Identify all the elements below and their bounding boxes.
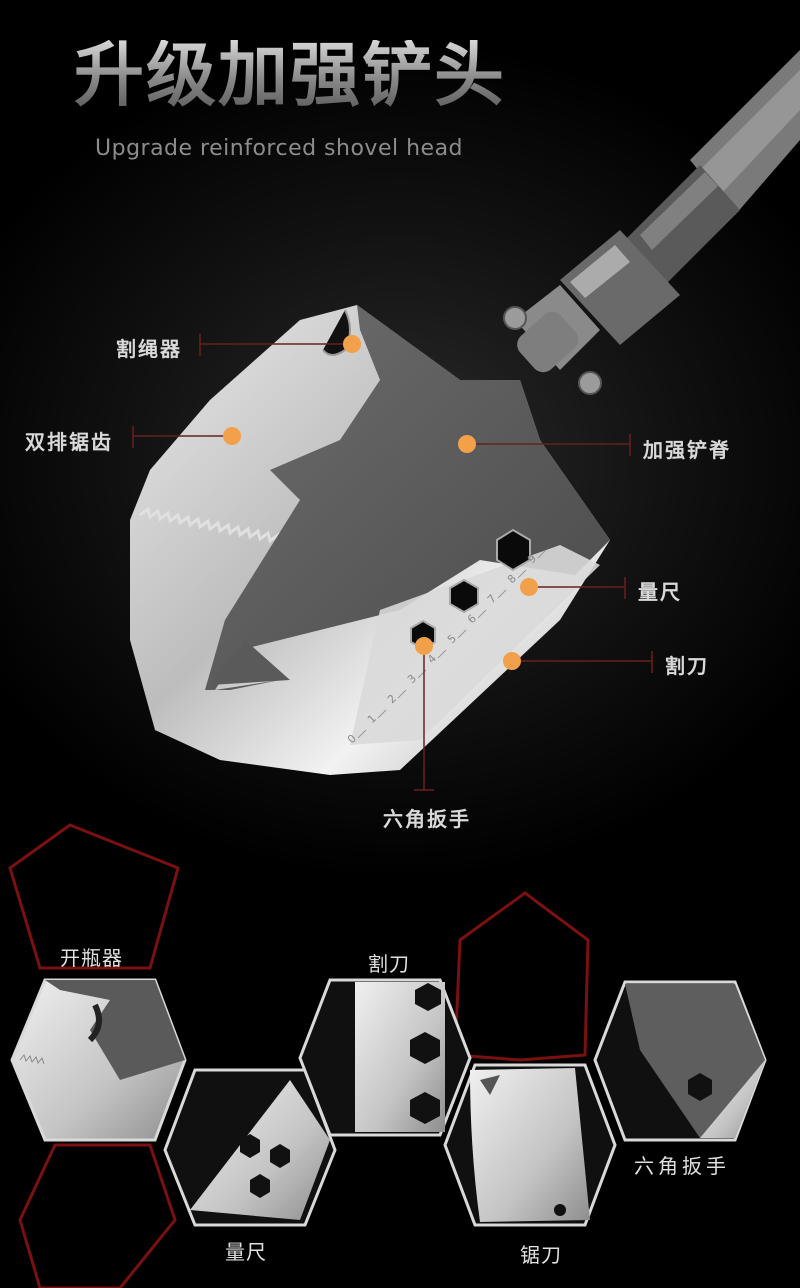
hex-tile-bottle-opener	[10, 978, 187, 1142]
accent-dots	[223, 335, 538, 670]
leader-lines	[132, 334, 653, 791]
hex-frame-red-1	[8, 823, 180, 970]
feature-label-cutting-blade: 割刀	[368, 952, 410, 976]
hex-hole-large	[496, 528, 531, 572]
feature-label-ruler: 量尺	[225, 1240, 267, 1264]
reinforced-spine-shape	[205, 305, 610, 690]
ruler-area	[350, 545, 600, 745]
page-subtitle: Upgrade reinforced shovel head	[95, 136, 464, 161]
callout-hex-wrench: 六角扳手	[383, 807, 471, 831]
callout-ruler: 量尺	[638, 580, 682, 604]
hex-tile-ruler	[163, 1068, 337, 1227]
callout-cutting-blade: 割刀	[665, 654, 709, 678]
callout-reinforced-spine: 加强铲脊	[643, 438, 731, 462]
ruler-ticks	[357, 549, 547, 739]
hex-hole-medium	[449, 578, 479, 614]
page-title: 升级加强铲头	[74, 34, 506, 116]
feature-label-bottle-opener: 开瓶器	[60, 946, 123, 970]
hex-frame-red-3	[18, 1143, 177, 1288]
callout-double-saw: 双排锯齿	[25, 430, 113, 454]
feature-label-hex-wrench: 六角扳手	[634, 1154, 730, 1178]
hex-tile-hex-wrench	[593, 980, 767, 1142]
feature-label-saw-blade: 锯刀	[520, 1243, 562, 1267]
shovel-handle	[503, 50, 800, 395]
hex-frame-red-2	[453, 891, 590, 1062]
hex-tile-saw-blade	[443, 1063, 617, 1227]
saw-teeth	[139, 506, 302, 548]
callout-rope-cutter: 割绳器	[116, 337, 182, 361]
hex-tile-cutting-blade	[298, 978, 472, 1137]
